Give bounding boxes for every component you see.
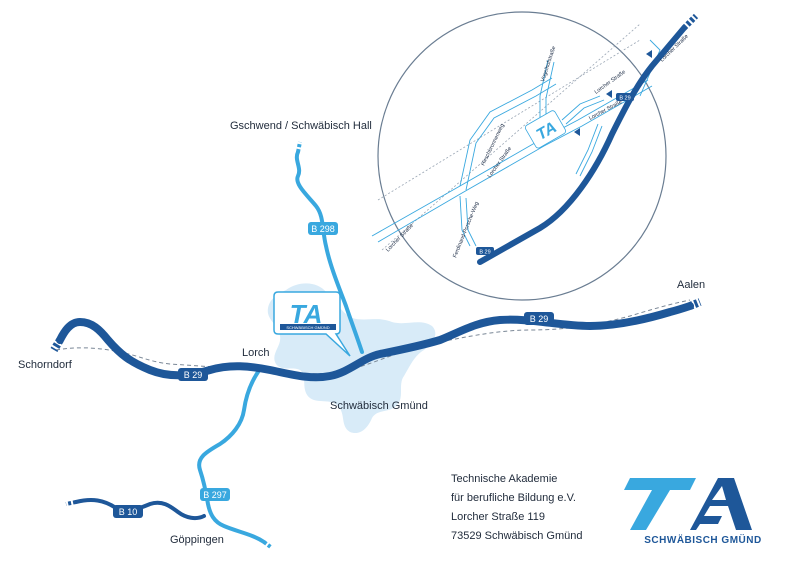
address-line-2: für berufliche Bildung e.V.: [451, 492, 576, 504]
town-aalen: Aalen: [677, 279, 705, 291]
inset-shield-b29-bottom-label: B 29: [479, 250, 490, 256]
shield-b297: B 297: [200, 488, 230, 501]
inset-detail-map: B 29 B 29 TA Vogelhofstraße Hirschbronne…: [371, 11, 699, 301]
shield-b10: B 10: [113, 505, 143, 518]
road-b10: [74, 498, 206, 521]
town-goeppingen: Göppingen: [170, 534, 224, 546]
shield-b297-label: B 297: [203, 490, 227, 500]
brand-logo-tagline: SCHWÄBISCH GMÜND: [644, 533, 761, 546]
address-line-1: Technische Akademie: [451, 473, 558, 485]
shield-b298-label: B 298: [311, 224, 335, 234]
shield-b29-west-label: B 29: [184, 370, 203, 380]
town-gschwend: Gschwend / Schwäbisch Hall: [230, 120, 372, 132]
shield-b29-east-label: B 29: [530, 314, 549, 324]
location-pin[interactable]: TA SCHWÄBISCH GMÜND: [273, 291, 351, 357]
town-schorndorf: Schorndorf: [18, 359, 73, 371]
inset-shield-b29-top: B 29: [616, 93, 634, 102]
inset-shield-b29-bottom: B 29: [476, 247, 494, 256]
road-b298-end-dashes: [296, 141, 302, 153]
shield-b10-label: B 10: [119, 507, 138, 517]
pin-logo-tagline: SCHWÄBISCH GMÜND: [286, 325, 329, 330]
address-line-4: 73529 Schwäbisch Gmünd: [451, 530, 583, 542]
road-b10-end-dashes: [65, 500, 77, 506]
shield-b298: B 298: [308, 222, 338, 235]
address-block: Technische Akademie für berufliche Bildu…: [451, 470, 582, 546]
road-b29: [56, 302, 694, 382]
shield-b29-west: B 29: [178, 368, 208, 381]
inset-road-b29-dashes: [681, 13, 699, 31]
town-schwaebisch-gmuend: Schwäbisch Gmünd: [330, 400, 428, 412]
road-b297-end-dashes: [262, 540, 274, 550]
road-b29-east-dashes: [688, 298, 702, 310]
brand-logo: SCHWÄBISCH GMÜND: [624, 478, 770, 546]
road-b29-west-dashes: [50, 337, 64, 353]
road-b297: [197, 370, 266, 544]
pin-logo-band: [280, 324, 336, 330]
inset-shield-b29-top-label: B 29: [619, 96, 630, 102]
town-lorch: Lorch: [242, 347, 270, 359]
inset-road-b29: [477, 25, 687, 265]
shield-b29-east: B 29: [524, 312, 554, 325]
address-line-3: Lorcher Straße 119: [451, 511, 545, 523]
